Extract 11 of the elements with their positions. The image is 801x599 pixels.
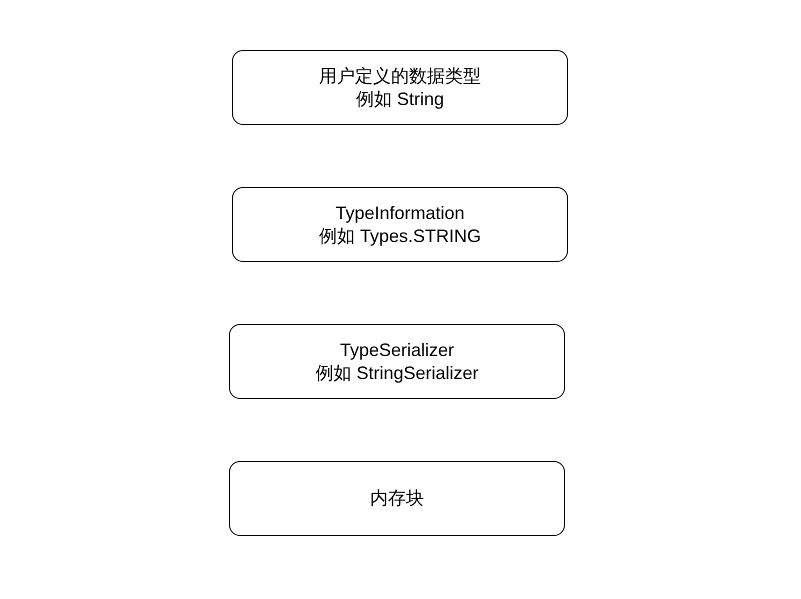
- process-box: [232, 50, 568, 125]
- process-box: [232, 187, 568, 262]
- box-label: 例如 Types.STRING: [318, 224, 482, 248]
- box-label: 例如 String: [356, 88, 444, 110]
- box-label: 例如 StringSerializer: [315, 362, 479, 384]
- process-box: [229, 324, 565, 399]
- box-label: 用户定义的数据类型: [319, 64, 481, 88]
- process-box: [229, 461, 565, 536]
- box-label: 内存块: [370, 487, 424, 510]
- box-label: TypeInformation: [335, 202, 465, 224]
- box-label: TypeSerializer: [340, 338, 454, 362]
